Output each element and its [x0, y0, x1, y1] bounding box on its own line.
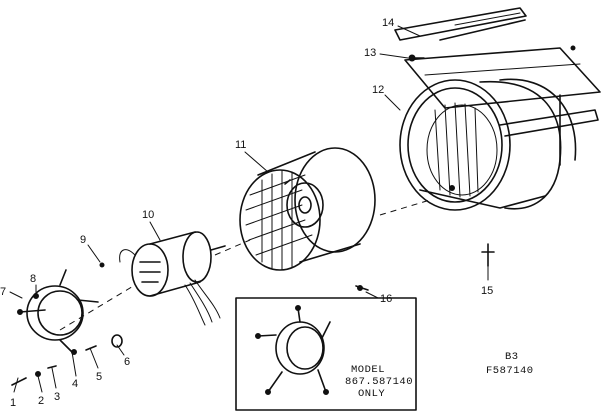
- figure-code-f587140: F587140: [486, 365, 534, 377]
- callout-13: 13: [364, 47, 376, 59]
- callout-7: 7: [0, 286, 6, 298]
- motor: [119, 231, 226, 326]
- callout-16: 16: [380, 293, 392, 305]
- callout-5: 5: [96, 371, 102, 383]
- callout-6: 6: [124, 356, 130, 368]
- screw-part-9: [99, 262, 105, 268]
- leader-lines: [9, 25, 489, 393]
- figure-code-b3: B3: [505, 351, 519, 363]
- callout-2: 2: [38, 395, 44, 407]
- blower-wheel: [239, 147, 376, 271]
- inset-box: MODEL 867.587140 ONLY: [235, 297, 417, 411]
- callout-1: 1: [10, 397, 16, 409]
- hardware-parts: [11, 334, 123, 386]
- callout-4: 4: [72, 378, 78, 390]
- callout-10: 10: [142, 209, 154, 221]
- inset-caption-only: ONLY: [358, 388, 385, 400]
- screw-part-16: [355, 285, 369, 291]
- callout-15: 15: [481, 285, 493, 297]
- screw-part-13: [408, 54, 425, 62]
- callout-3: 3: [54, 391, 60, 403]
- callout-12: 12: [372, 84, 384, 96]
- cutoff-plate: [394, 7, 527, 41]
- blower-housing: [399, 45, 601, 211]
- inset-caption-model: MODEL: [351, 364, 385, 376]
- motor-mount-band: [17, 269, 99, 355]
- assembly-axis-line: [59, 199, 431, 331]
- screw-part-15: [481, 243, 495, 267]
- callout-14: 14: [382, 17, 394, 29]
- callout-11: 11: [235, 139, 246, 151]
- inset-motor-mount: [255, 305, 331, 395]
- callout-8: 8: [30, 273, 36, 285]
- callout-9: 9: [80, 234, 86, 246]
- inset-caption-number: 867.587140: [345, 376, 413, 388]
